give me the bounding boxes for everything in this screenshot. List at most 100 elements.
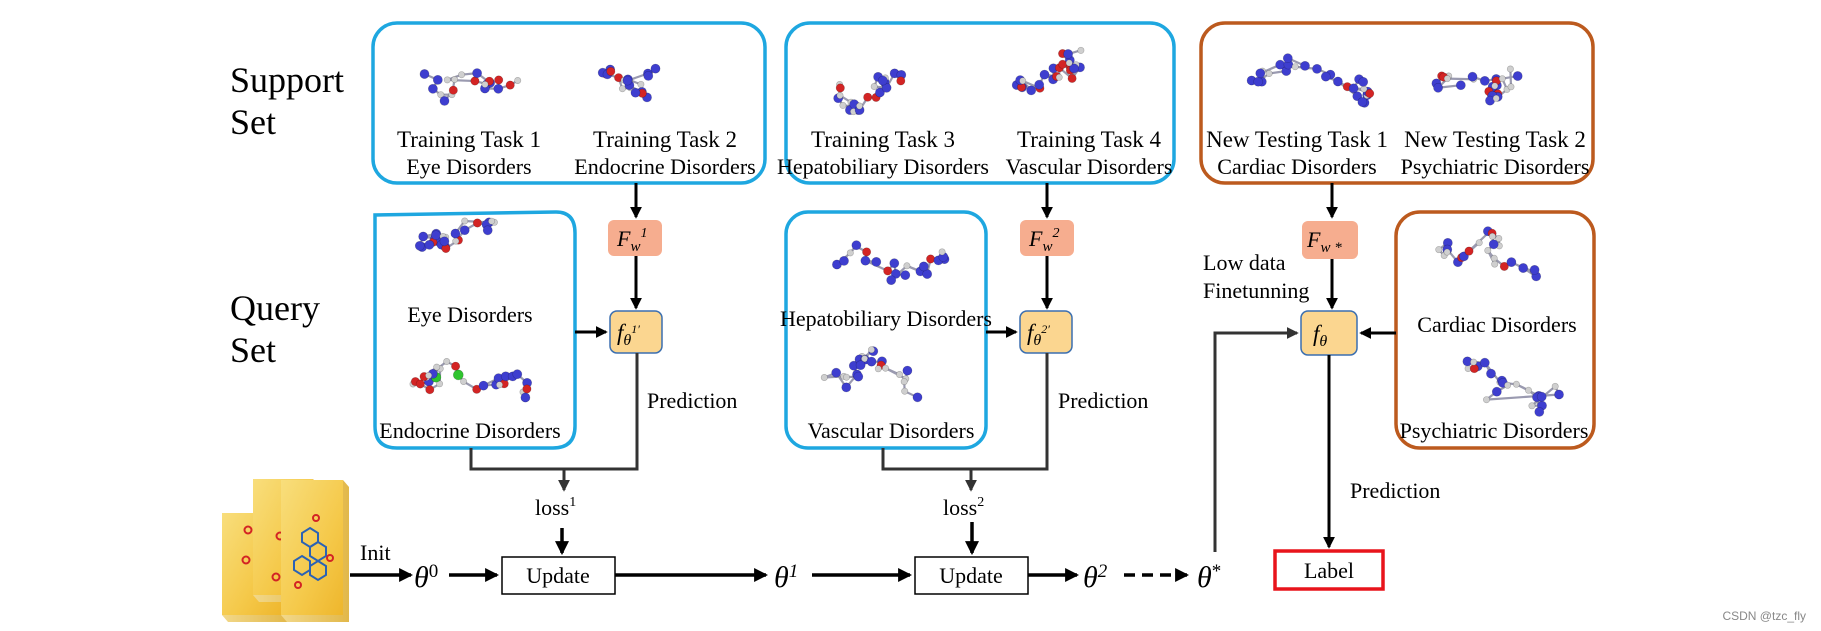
prediction-label-1: Prediction	[647, 388, 737, 413]
svg-text:Cardiac Disorders: Cardiac Disorders	[1217, 154, 1376, 179]
svg-text:Training Task 4: Training Task 4	[1017, 127, 1162, 152]
molecule-atom	[495, 381, 503, 389]
svg-text:Support: Support	[230, 60, 344, 100]
molecule-atom	[494, 75, 504, 85]
svg-text:Fw *: Fw *	[1306, 227, 1342, 256]
molecule-atom	[414, 240, 425, 251]
molecule-atom	[1551, 382, 1559, 390]
molecule-atom	[871, 256, 882, 267]
molecule-atom	[1512, 380, 1520, 388]
molecule-atom	[842, 373, 850, 381]
svg-text:New Testing Task 1: New Testing Task 1	[1206, 127, 1388, 152]
molecule-cluster	[419, 68, 522, 106]
molecule-atom	[846, 249, 854, 257]
molecule-atom	[470, 76, 480, 86]
molecule-atom	[1490, 254, 1498, 262]
molecule-atom	[900, 270, 911, 280]
svg-text:Training Task 3: Training Task 3	[811, 127, 955, 152]
dataset-cards	[222, 479, 349, 622]
support-box-2	[784, 21, 1176, 185]
molecule-cluster	[832, 240, 950, 285]
molecule-atom	[1491, 82, 1499, 90]
molecule-atom	[835, 83, 845, 93]
support-task-4: Training Task 4 Vascular Disorders	[1006, 127, 1173, 179]
molecule-atom	[482, 225, 493, 236]
molecule-atom	[889, 258, 900, 269]
svg-text:Training Task 2: Training Task 2	[593, 127, 737, 152]
theta-star: θ*	[1197, 561, 1221, 594]
molecule-atom	[650, 63, 661, 74]
query-box-1	[373, 210, 577, 450]
molecule-atom	[839, 255, 849, 266]
svg-text:Set: Set	[230, 330, 276, 370]
molecule-atom	[1467, 71, 1478, 82]
molecule-atom	[1488, 239, 1499, 250]
molecule-atom	[896, 76, 906, 86]
molecule-atom	[1464, 246, 1474, 256]
svg-text:Endocrine Disorders: Endocrine Disorders	[574, 154, 755, 179]
molecule-atom	[1365, 89, 1375, 99]
molecule-atom	[1491, 386, 1502, 397]
molecule-atom	[1435, 246, 1443, 254]
update-box-1: Update	[501, 556, 616, 595]
query-item-psychiatric: Psychiatric Disorders	[1400, 418, 1589, 443]
molecule-cluster	[409, 357, 532, 403]
molecule-atom	[512, 369, 523, 380]
molecule-atom	[439, 236, 450, 247]
molecule-atom	[862, 247, 872, 257]
molecule-atom	[1479, 76, 1490, 86]
molecule-atom	[488, 217, 496, 225]
molecule-atom	[460, 377, 468, 385]
molecule-atom	[1491, 260, 1499, 268]
svg-text:New Testing Task 2: New Testing Task 2	[1404, 127, 1586, 152]
molecule-atom	[481, 80, 489, 88]
molecule-atom	[903, 262, 911, 270]
molecule-atom	[458, 71, 466, 79]
molecule-atom	[886, 275, 897, 285]
fw-box-3: Fw *	[1302, 221, 1358, 259]
molecule-cluster	[1246, 53, 1375, 108]
theta-0: θ0	[414, 561, 438, 594]
theta-1: θ1	[774, 561, 798, 594]
molecule-atom	[493, 83, 504, 94]
molecule-atom	[432, 75, 443, 85]
molecule-atom	[1499, 261, 1509, 271]
molecule-atom	[1504, 381, 1512, 389]
support-task-2: Training Task 2 Endocrine Disorders	[574, 127, 755, 179]
molecule-atom	[877, 75, 888, 86]
query-box-2	[784, 210, 988, 450]
query-box-3	[1394, 210, 1596, 450]
molecule-atom	[1475, 239, 1483, 247]
molecule-atom	[870, 83, 878, 91]
molecule-atom	[1357, 97, 1368, 107]
molecule-cluster	[820, 346, 923, 403]
molecule-atom	[1067, 73, 1077, 83]
molecule-atom	[820, 373, 828, 381]
support-box-3	[1199, 21, 1595, 185]
molecule-atom	[912, 392, 923, 403]
molecule-atom	[1495, 235, 1503, 243]
molecule-atom	[1525, 386, 1533, 394]
molecule-atom	[451, 361, 461, 371]
svg-text:Label: Label	[1304, 558, 1354, 583]
molecule-atom	[1026, 85, 1037, 96]
molecule-atom	[855, 360, 866, 371]
molecule-atom	[418, 231, 429, 242]
fw-box-2: Fw2	[1020, 220, 1074, 256]
init-label: Init	[360, 540, 391, 565]
support-box-1	[371, 21, 767, 185]
molecule-atom	[1506, 257, 1517, 267]
molecule-atom	[938, 248, 946, 256]
molecule-atom	[450, 228, 461, 239]
molecule-atom	[1492, 94, 1500, 102]
molecule-atom	[424, 239, 435, 250]
loss-label-2: loss2	[943, 495, 984, 520]
molecule-atom	[522, 384, 532, 394]
molecule-atom	[1455, 80, 1466, 91]
molecule-atom	[860, 255, 871, 266]
molecule-atom	[1282, 53, 1293, 64]
query-set-label: Query Set	[230, 288, 320, 370]
molecule-bond	[1486, 393, 1560, 401]
molecule-atom	[415, 379, 425, 389]
molecule-atom	[1063, 49, 1073, 59]
